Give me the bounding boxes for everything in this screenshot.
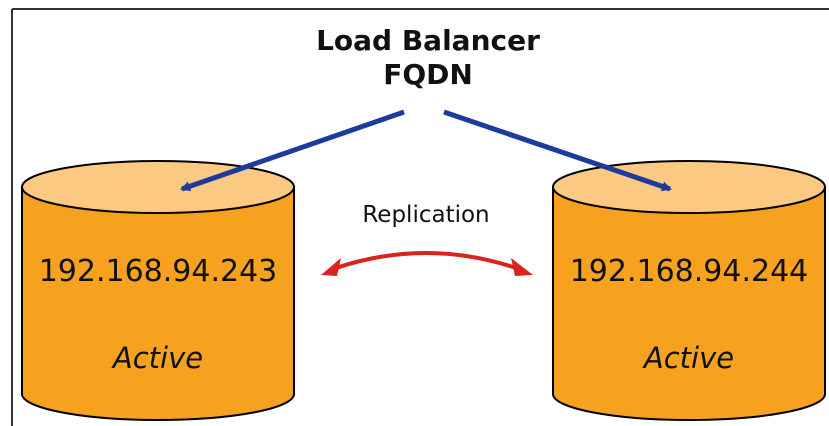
- server-ip-left: 192.168.94.243: [39, 254, 278, 289]
- cylinder-body-left: [21, 186, 295, 421]
- server-status-left: Active: [111, 341, 203, 375]
- server-status-right: Active: [642, 341, 734, 375]
- replication-arrowhead-left: [321, 258, 341, 276]
- replication-label: Replication: [362, 202, 489, 228]
- replication-arrow: [321, 251, 533, 276]
- server-ip-right: 192.168.94.244: [570, 254, 809, 289]
- database-cylinder-right: 192.168.94.244 Active: [552, 160, 826, 421]
- cylinder-top-right: [552, 160, 826, 214]
- load-balancer-title-line2: FQDN: [383, 58, 473, 91]
- arrow-to-left-server: [180, 109, 405, 192]
- load-balancer-title-line1: Load Balancer: [316, 24, 540, 57]
- database-cylinder-left: 192.168.94.243 Active: [21, 160, 295, 421]
- replication-arrow-curve: [335, 251, 517, 270]
- arrow-to-right-server: [443, 109, 672, 192]
- replication-arrowhead-right: [511, 258, 533, 276]
- cylinder-body-right: [552, 186, 826, 421]
- cylinder-top-left: [21, 160, 295, 214]
